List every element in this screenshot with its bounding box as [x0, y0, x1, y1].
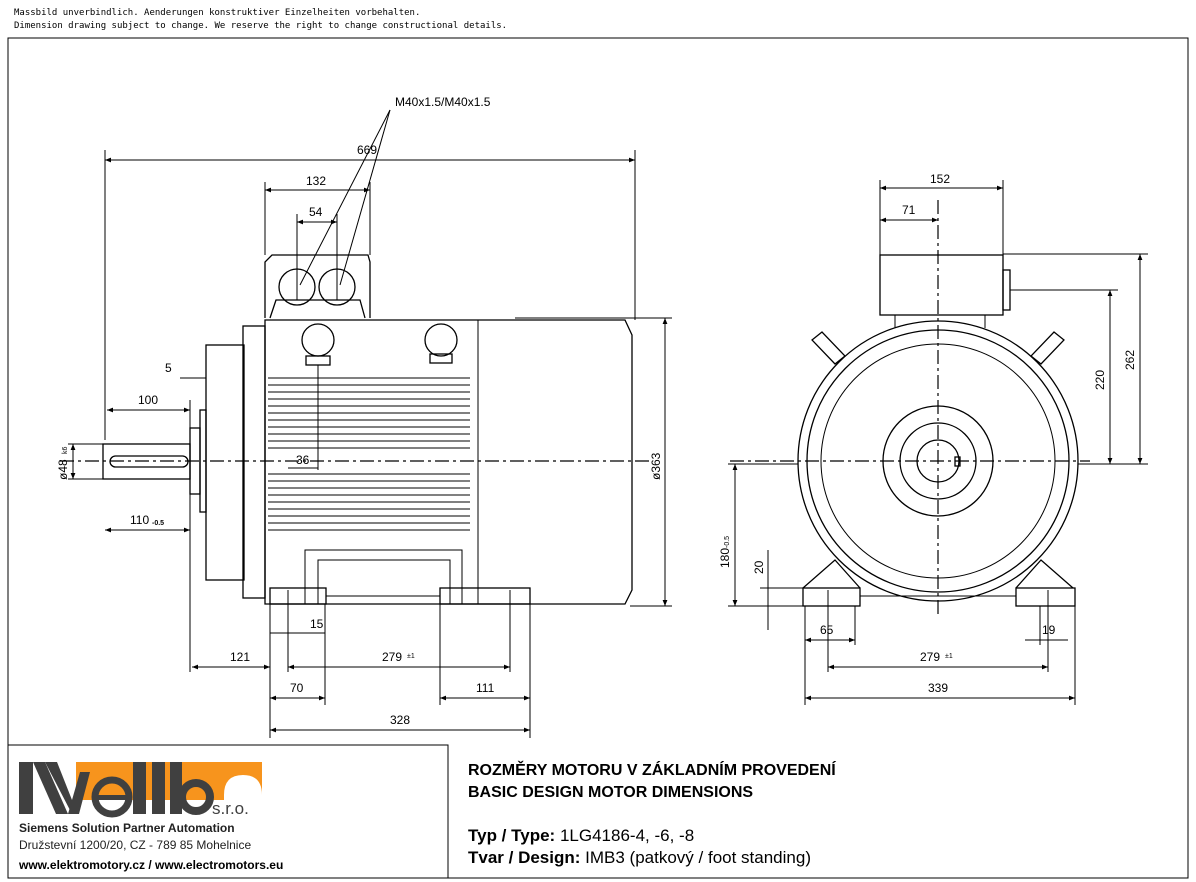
dim-110: 110 [130, 513, 149, 527]
foot-front-right [1015, 587, 1076, 607]
dim-5: 5 [165, 361, 172, 375]
foot-front-left [802, 587, 861, 607]
dim-48-tolerance: k6 [62, 447, 69, 455]
lifting-eye-2 [424, 323, 458, 357]
housing-outer [797, 320, 1079, 602]
type-label: Typ / Type: [468, 826, 556, 845]
design-row: Tvar / Design: IMB3 (patkový / foot stan… [468, 848, 811, 868]
dim-110-tolerance: -0.5 [152, 520, 164, 527]
flange-hub [882, 405, 994, 517]
dim-48: ø48 [56, 459, 70, 480]
front-view: 152 71 262 220 180 -0.5 20 65 19 279 ±1 … [718, 172, 1148, 705]
dim-669: 669 [357, 143, 377, 157]
lifting-eye-right [1030, 331, 1065, 365]
logo-box [7, 744, 449, 879]
lifting-eye [301, 323, 335, 357]
terminal-box-front [879, 254, 1004, 316]
dim-54: 54 [309, 205, 323, 219]
dim-70: 70 [290, 681, 304, 695]
type-row: Typ / Type: 1LG4186-4, -6, -8 [468, 826, 694, 846]
dim-279-front: 279 [920, 650, 940, 664]
shaft-end [916, 439, 960, 483]
logo-tagline: Siemens Solution Partner Automation [19, 821, 235, 835]
lifting-eye-left [811, 331, 846, 365]
dim-152: 152 [930, 172, 950, 186]
flange [205, 344, 245, 581]
dim-121: 121 [230, 650, 250, 664]
dim-279-tolerance: ±1 [407, 653, 415, 660]
kvello-logo: s.r.o. [19, 762, 262, 818]
disclaimer-en: Dimension drawing subject to change. We … [14, 21, 508, 31]
type-value: 1LG4186-4, -6, -8 [559, 826, 695, 845]
motor-body [264, 319, 633, 605]
company-website: www.elektromotory.cz / www.electromotors… [19, 858, 284, 872]
design-label: Tvar / Design: [468, 848, 581, 867]
dim-20: 20 [752, 560, 766, 574]
title-en: BASIC DESIGN MOTOR DIMENSIONS [468, 784, 754, 801]
side-view: 669 M40x1.5/M40x1.5 132 54 5 100 ø48 k6 … [56, 95, 672, 738]
dim-132: 132 [306, 174, 326, 188]
drawing-frame [7, 37, 1189, 879]
dim-220: 220 [1093, 370, 1107, 390]
foot-right [439, 587, 531, 605]
dim-65: 65 [820, 623, 834, 637]
terminal-box [264, 254, 371, 319]
design-value: IMB3 (patkový / foot standing) [585, 848, 811, 867]
dim-363: ø363 [649, 452, 663, 480]
dim-262: 262 [1123, 350, 1137, 370]
company-address: Družstevní 1200/20, CZ - 789 85 Mohelnic… [19, 838, 252, 852]
dim-19: 19 [1042, 623, 1056, 637]
dim-111: 111 [476, 681, 495, 695]
key [109, 455, 189, 468]
gland-label: M40x1.5/M40x1.5 [395, 95, 491, 109]
cooling-fins [268, 377, 470, 531]
dim-328: 328 [390, 713, 410, 727]
dim-15: 15 [310, 617, 324, 631]
dim-100: 100 [138, 393, 158, 407]
title-cz: ROZMĚRY MOTORU V ZÁKLADNÍM PROVEDENÍ [468, 762, 836, 779]
dim-279-front-tolerance: ±1 [945, 653, 953, 660]
end-shield [242, 325, 266, 599]
dim-180-tolerance: -0.5 [724, 536, 731, 548]
dim-71: 71 [902, 203, 916, 217]
dim-180: 180 [718, 548, 732, 568]
disclaimer-de: Massbild unverbindlich. Aenderungen kons… [14, 8, 421, 18]
dim-339: 339 [928, 681, 948, 695]
logo-suffix: s.r.o. [212, 799, 249, 818]
dim-279: 279 [382, 650, 402, 664]
dim-36: 36 [296, 453, 310, 467]
